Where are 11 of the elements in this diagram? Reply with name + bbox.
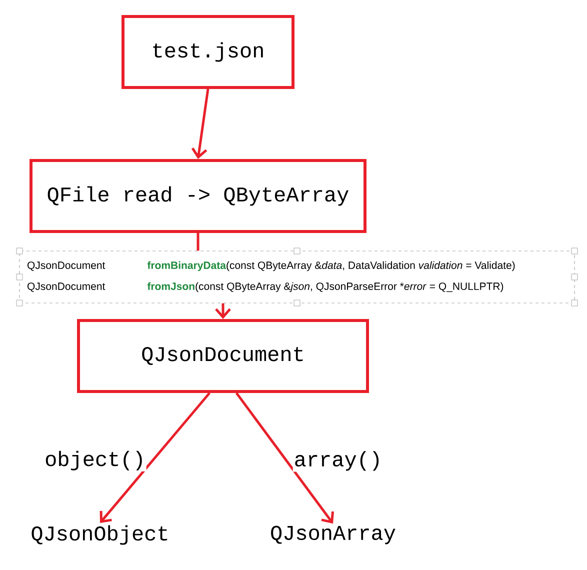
arrow (235, 392, 334, 524)
arrow (100, 392, 210, 523)
process-box: test.json (122, 15, 294, 89)
edge-label: object() (44, 450, 146, 472)
process-box: QFile read -> QByteArray (30, 159, 366, 233)
signature-table: QJsonDocument fromBinaryData(const QByteArray &data, DataValidation validation = Validate) QJsonDocument fromJson(const QByteArray &json, QJsonParseError *error = Q_NULLPTR) (19, 250, 575, 304)
process-box: QJsonDocument (77, 319, 369, 393)
class-label: QJsonArray (271, 526, 396, 544)
arrow (191, 88, 210, 159)
edge-label: array() (292, 450, 384, 472)
class-label: QJsonObject (32, 525, 168, 545)
